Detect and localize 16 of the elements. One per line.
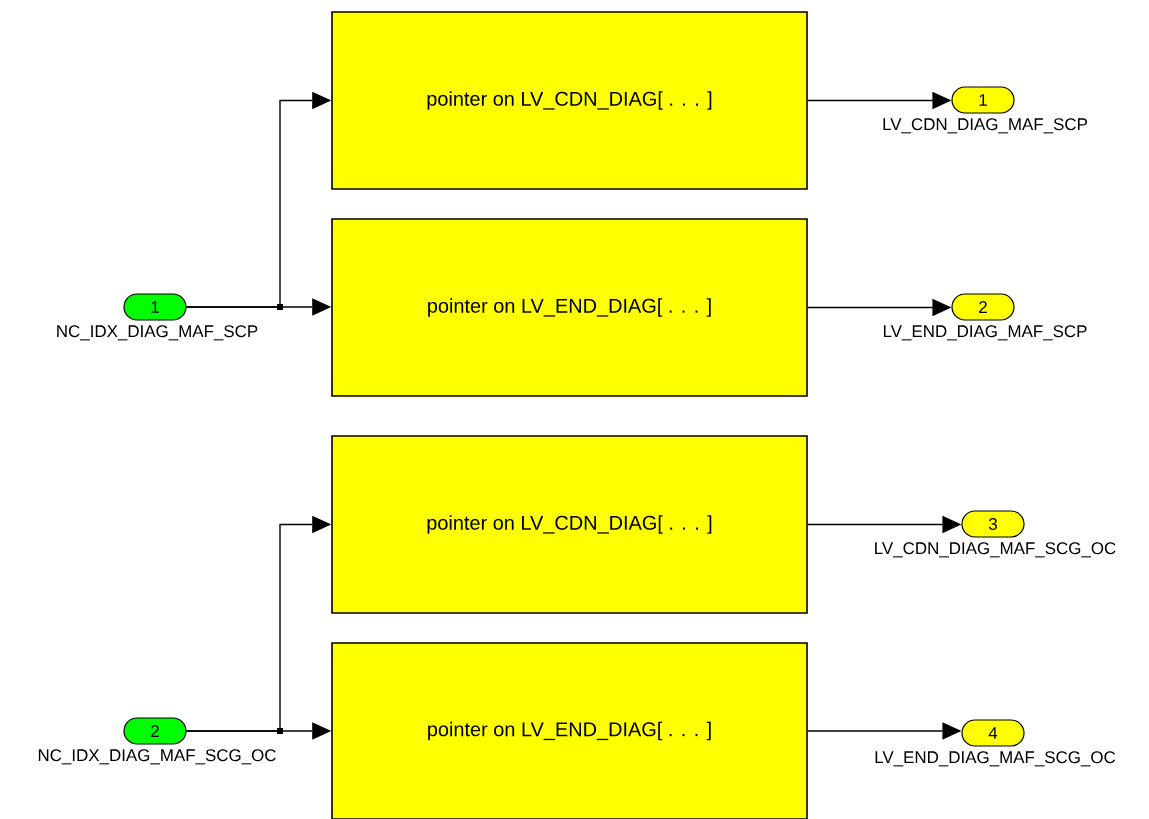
inport: 2 bbox=[123, 717, 187, 745]
port-label: LV_END_DIAG_MAF_SCG_OC bbox=[875, 751, 1116, 767]
inport: 1 bbox=[123, 293, 187, 321]
subsystem-block: pointer on LV_CDN_DIAG[ . . . ] bbox=[331, 435, 808, 614]
subsystem-block: pointer on LV_CDN_DIAG[ . . . ] bbox=[331, 11, 808, 190]
subsystem-block: pointer on LV_END_DIAG[ . . . ] bbox=[331, 642, 808, 819]
port-label: LV_END_DIAG_MAF_SCP bbox=[883, 325, 1087, 341]
port-label: NC_IDX_DIAG_MAF_SCP bbox=[57, 325, 258, 341]
outport: 2 bbox=[951, 293, 1015, 321]
port-label: LV_CDN_DIAG_MAF_SCP bbox=[883, 118, 1087, 134]
outport: 1 bbox=[951, 86, 1015, 114]
outport: 4 bbox=[961, 719, 1025, 747]
port-label: LV_CDN_DIAG_MAF_SCG_OC bbox=[875, 542, 1116, 558]
port-label: NC_IDX_DIAG_MAF_SCG_OC bbox=[38, 749, 276, 765]
outport: 3 bbox=[961, 510, 1025, 538]
subsystem-block: pointer on LV_END_DIAG[ . . . ] bbox=[331, 218, 808, 397]
